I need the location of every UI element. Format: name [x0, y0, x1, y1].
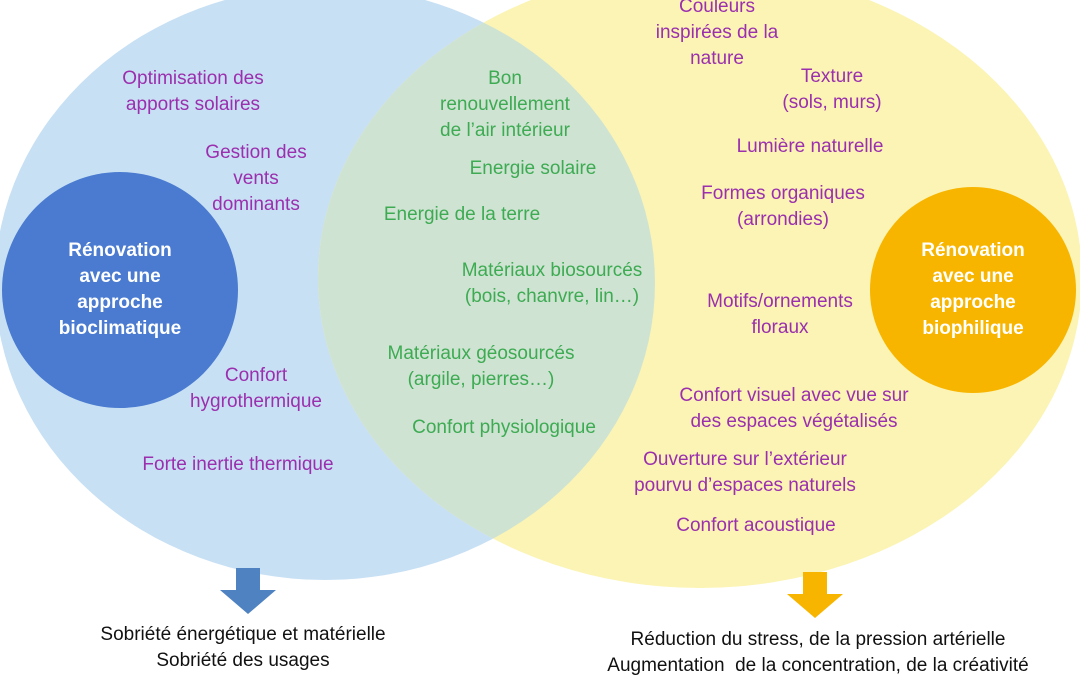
- center-item-geosourced: Matériaux géosourcés (argile, pierres…): [387, 343, 575, 390]
- bioclimatic-hub-circle: [2, 172, 238, 408]
- right-down-arrow: [787, 572, 843, 618]
- right-item-colors: Couleurs inspirées de la nature: [655, 0, 779, 69]
- left-down-arrow: [220, 568, 276, 614]
- left-item-hygrothermal: Confort hygrothermique: [189, 365, 323, 412]
- right-item-opening: Ouverture sur l’extérieur pourvu d’espac…: [634, 449, 856, 496]
- center-item-physiological: Confort physiologique: [412, 417, 596, 438]
- center-item-air: Bon renouvellement de l’air intérieur: [440, 68, 570, 141]
- left-item-inertia: Forte inertie thermique: [142, 454, 334, 475]
- left-item-winds: Gestion des vents dominants: [205, 142, 307, 215]
- right-item-organic-forms: Formes organiques (arrondies): [701, 183, 865, 230]
- overlap-region: [318, 0, 655, 580]
- right-item-texture: Texture (sols, murs): [782, 66, 882, 113]
- right-item-light: Lumière naturelle: [736, 136, 884, 157]
- right-item-acoustic: Confort acoustique: [676, 515, 836, 536]
- center-item-biosourced: Matériaux biosourcés (bois, chanvre, lin…: [461, 260, 643, 307]
- left-item-solar-gains: Optimisation des apports solaires: [122, 68, 264, 115]
- biophilic-hub-label: Rénovation avec une approche biophilique: [921, 240, 1025, 339]
- bioclimatic-hub-label: Rénovation avec une approche bioclimatiq…: [58, 240, 182, 339]
- center-item-solar-energy: Energie solaire: [469, 158, 597, 179]
- biophilic-hub-circle: [870, 187, 1076, 393]
- bioclimatic-outcome: Sobriété énergétique et matérielle Sobri…: [100, 624, 386, 671]
- biophilic-outcome: Réduction du stress, de la pression arté…: [607, 629, 1029, 676]
- center-item-earth-energy: Energie de la terre: [383, 204, 541, 225]
- right-item-visual-comfort: Confort visuel avec vue sur des espaces …: [679, 385, 909, 432]
- right-item-floral: Motifs/ornements floraux: [707, 291, 853, 338]
